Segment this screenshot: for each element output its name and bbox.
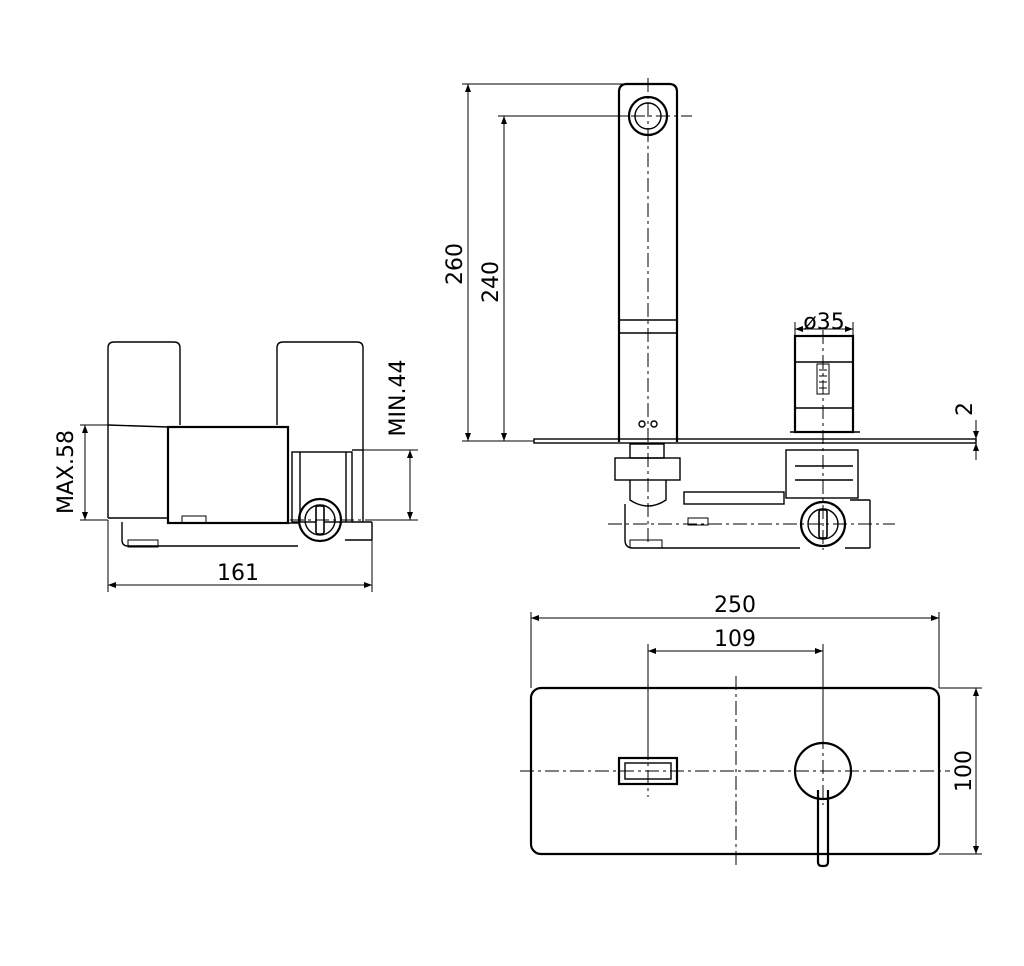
plate-width-label: 250: [714, 593, 756, 618]
side-view-dimensions: MAX.58 MIN.44 161: [54, 360, 418, 592]
plate-thickness-label: 2: [953, 402, 978, 416]
valve-body: [166, 425, 290, 525]
plan-dimensions: 250 109 100: [530, 593, 982, 855]
plate-height-label: 100: [952, 750, 977, 792]
plan-view: [520, 676, 950, 868]
handle-diameter-label: ø35: [803, 310, 844, 335]
side-view: [107, 341, 378, 548]
spout-outlet-height-label: 240: [479, 261, 504, 303]
side-max-height-label: MAX.58: [54, 430, 79, 514]
elevation-dimensions: 260 240 ø35 2: [443, 83, 979, 460]
centre-distance-label: 109: [714, 627, 756, 652]
spout-total-height-label: 260: [443, 243, 468, 285]
elevation-view: [533, 78, 977, 550]
side-width-label: 161: [217, 561, 259, 586]
side-min-height-label: MIN.44: [386, 360, 411, 437]
